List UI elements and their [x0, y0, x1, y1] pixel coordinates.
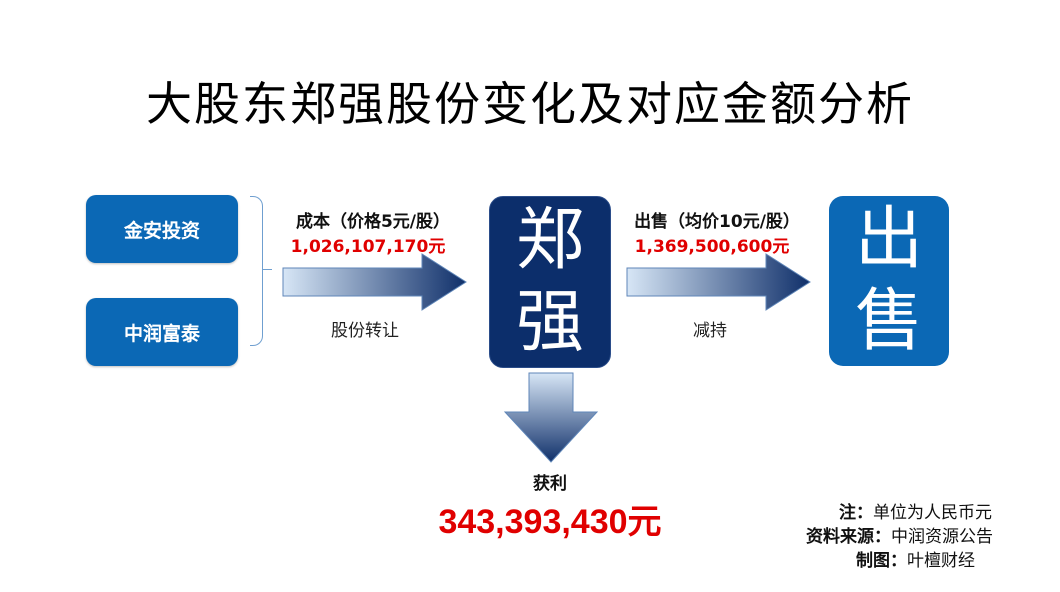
holder-box: 郑 强 — [489, 196, 611, 368]
transfer-action-label: 股份转让 — [331, 321, 399, 341]
source-box-zhongrun: 中润富泰 — [86, 298, 238, 366]
note-credit-value: 叶檀财经 — [907, 551, 975, 571]
note-source: 资料来源：中润资源公告 — [806, 522, 1056, 547]
sale-arrow — [626, 253, 811, 311]
note-source-key: 资料来源： — [806, 527, 891, 547]
source-box-jinan: 金安投资 — [86, 195, 238, 263]
sale-action-label: 减持 — [693, 321, 727, 341]
page-title: 大股东郑强股份变化及对应金额分析 — [146, 77, 914, 131]
outcome-line2: 售 — [854, 282, 923, 361]
note-unit: 注：单位为人民币元 — [839, 498, 1060, 523]
profit-label: 获利 — [533, 474, 567, 494]
cost-label: 成本（价格5元/股） — [295, 212, 451, 232]
cost-amount: 1,026,107,170元 — [290, 237, 446, 257]
note-credit: 制图：叶檀财经 — [856, 546, 1060, 571]
profit-arrow — [503, 372, 599, 463]
holder-name-line2: 强 — [515, 283, 584, 362]
note-source-value: 中润资源公告 — [891, 527, 993, 547]
grouping-bracket — [250, 196, 263, 346]
profit-amount: 343,393,430元 — [438, 503, 662, 541]
grouping-bracket-tip — [262, 269, 272, 270]
note-unit-value: 单位为人民币元 — [873, 503, 992, 523]
transfer-arrow — [282, 253, 467, 311]
sale-amount: 1,369,500,600元 — [634, 237, 790, 257]
sale-label: 出售（均价10元/股） — [634, 212, 800, 232]
note-credit-key: 制图： — [856, 551, 907, 571]
holder-name-line1: 郑 — [515, 201, 584, 280]
outcome-box: 出 售 — [829, 196, 949, 366]
outcome-line1: 出 — [854, 200, 923, 279]
note-unit-key: 注： — [839, 503, 873, 523]
